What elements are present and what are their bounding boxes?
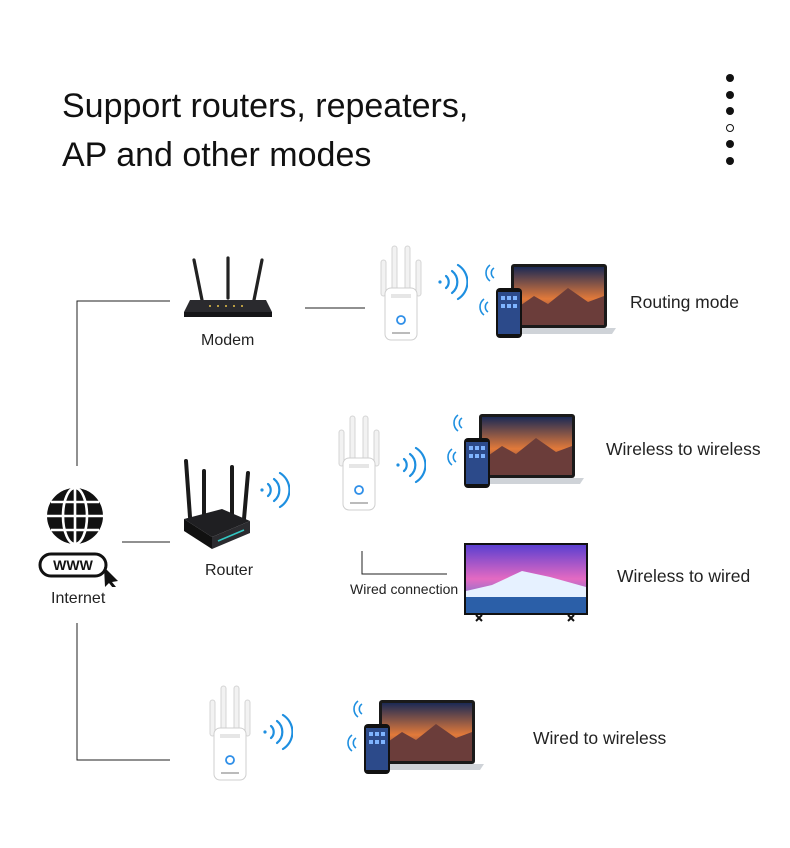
- pager-dot[interactable]: [726, 156, 734, 165]
- mode-label-wireless-to-wireless: Wireless to wireless: [606, 439, 761, 459]
- wired-connection-label: Wired connection: [350, 581, 459, 597]
- repeater-icon: [205, 684, 255, 782]
- pager-dot[interactable]: [726, 74, 734, 82]
- pager-dot[interactable]: [726, 107, 734, 115]
- modem-icon: [180, 256, 276, 322]
- wifi-waves-icon: [258, 470, 290, 510]
- wifi-waves-icon: [394, 445, 426, 485]
- repeater-icon: [376, 244, 426, 342]
- pager-dot[interactable]: [726, 90, 734, 99]
- line-internet-to-modem: [76, 300, 170, 466]
- modem-label: Modem: [201, 332, 255, 349]
- laptop-phone-icon: [344, 698, 486, 776]
- internet-label: Internet: [51, 590, 106, 607]
- repeater-icon: [334, 414, 384, 512]
- wifi-waves-icon: [261, 712, 293, 752]
- wifi-waves-icon: [436, 262, 468, 302]
- router-icon: [182, 457, 252, 557]
- page-title: Support routers, repeaters, AP and other…: [62, 82, 468, 180]
- mode-label-wireless-to-wired: Wireless to wired: [617, 566, 751, 586]
- laptop-phone-icon: [476, 262, 618, 340]
- pager-dots[interactable]: [726, 74, 736, 173]
- tv-icon: [462, 541, 590, 623]
- mode-label-wired-to-wireless: Wired to wireless: [533, 728, 667, 748]
- line-internet-to-repeater: [76, 623, 170, 761]
- pager-dot-active[interactable]: [726, 123, 734, 132]
- svg-text:WWW: WWW: [53, 557, 93, 573]
- globe-www-icon: WWW: [38, 487, 120, 587]
- pager-dot[interactable]: [726, 140, 734, 148]
- line-wired-connection: [361, 551, 447, 575]
- mode-label-routing: Routing mode: [630, 292, 739, 312]
- title-line-1: Support routers, repeaters,: [62, 87, 469, 125]
- router-label: Router: [205, 562, 254, 579]
- laptop-phone-icon: [444, 412, 586, 490]
- title-line-2: AP and other modes: [62, 136, 372, 174]
